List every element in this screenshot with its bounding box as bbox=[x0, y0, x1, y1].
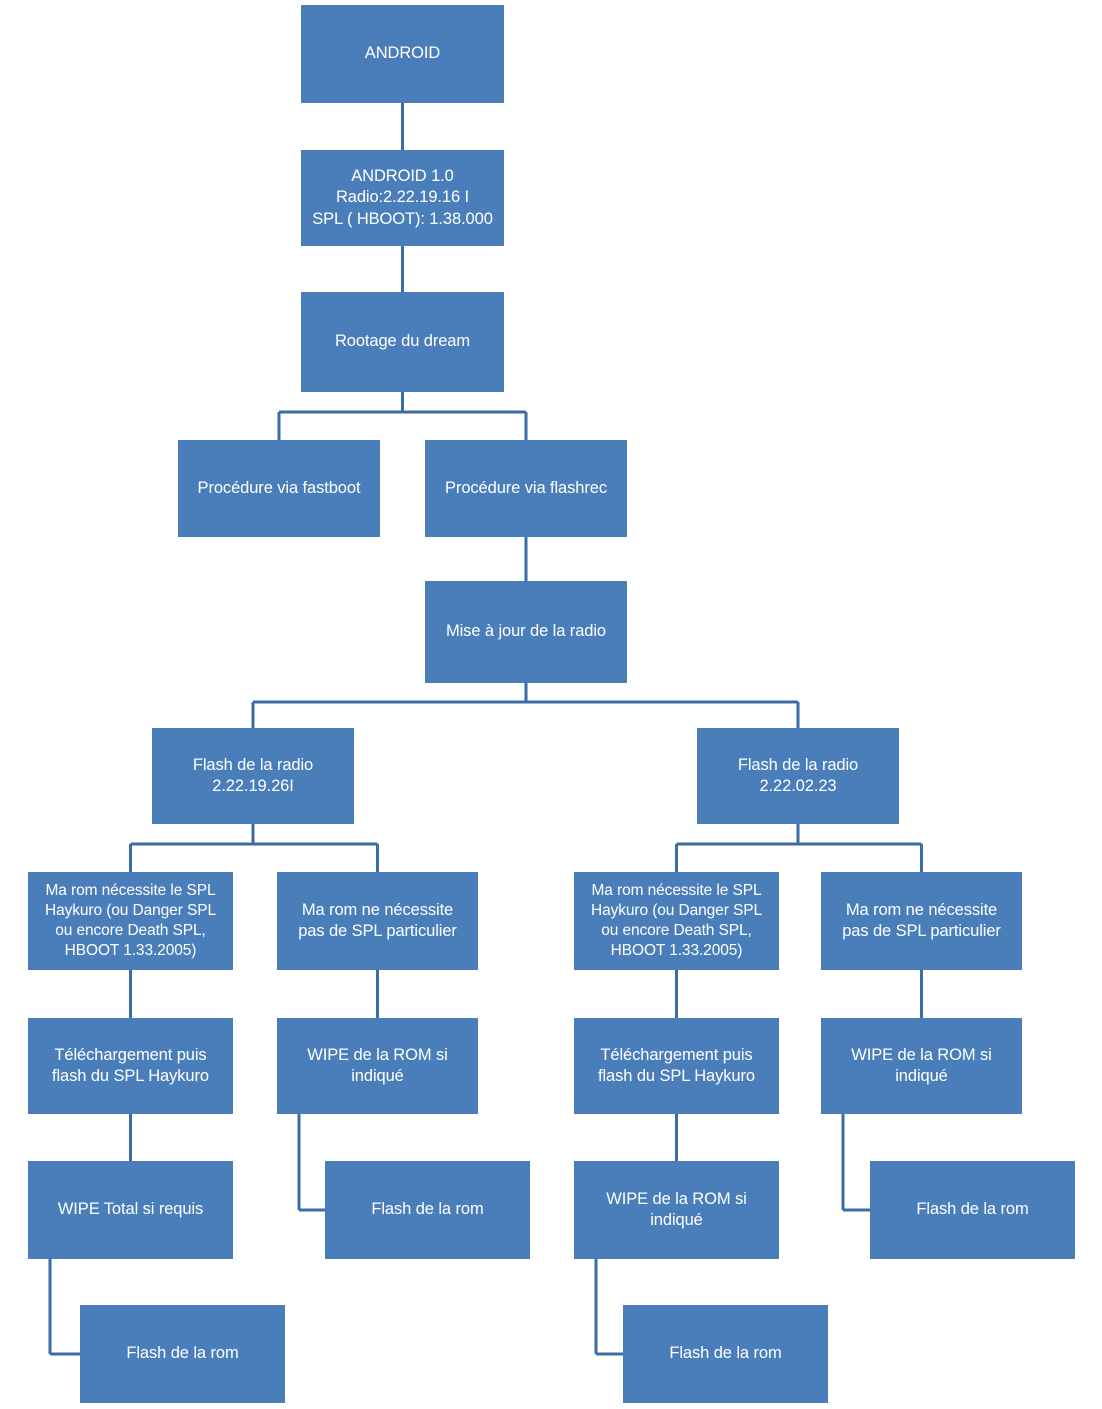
flow-node-flashrec[interactable]: Procédure via flashrec bbox=[425, 440, 627, 537]
flow-node-fastboot[interactable]: Procédure via fastboot bbox=[178, 440, 380, 537]
flow-node-android10[interactable]: ANDROID 1.0 Radio:2.22.19.16 I SPL ( HBO… bbox=[301, 150, 504, 246]
flow-node-wipe-total-l[interactable]: WIPE Total si requis bbox=[28, 1161, 233, 1259]
flow-node-dl-spl-r[interactable]: Téléchargement puis flash du SPL Haykuro bbox=[574, 1018, 779, 1114]
flow-node-nospl-r1[interactable]: Ma rom ne nécessite pas de SPL particuli… bbox=[821, 872, 1022, 970]
flow-node-wipe-rom-l[interactable]: WIPE de la ROM si indiqué bbox=[277, 1018, 478, 1114]
flow-node-wipe-rom-r[interactable]: WIPE de la ROM si indiqué bbox=[821, 1018, 1022, 1114]
flow-node-rootage[interactable]: Rootage du dream bbox=[301, 292, 504, 392]
flow-node-nospl-l1[interactable]: Ma rom ne nécessite pas de SPL particuli… bbox=[277, 872, 478, 970]
flow-node-dl-spl-l[interactable]: Téléchargement puis flash du SPL Haykuro bbox=[28, 1018, 233, 1114]
flow-node-spl-l1[interactable]: Ma rom nécessite le SPL Haykuro (ou Dang… bbox=[28, 872, 233, 970]
flow-node-flashrom-r3[interactable]: Flash de la rom bbox=[623, 1305, 828, 1403]
flow-node-flashrom-r2[interactable]: Flash de la rom bbox=[870, 1161, 1075, 1259]
flow-node-spl-r1[interactable]: Ma rom nécessite le SPL Haykuro (ou Dang… bbox=[574, 872, 779, 970]
flow-node-flashrom-l3[interactable]: Flash de la rom bbox=[80, 1305, 285, 1403]
flow-node-android[interactable]: ANDROID bbox=[301, 5, 504, 103]
flow-node-maj-radio[interactable]: Mise à jour de la radio bbox=[425, 581, 627, 683]
flow-node-flashrom-l2[interactable]: Flash de la rom bbox=[325, 1161, 530, 1259]
flow-node-radio-r[interactable]: Flash de la radio 2.22.02.23 bbox=[697, 728, 899, 824]
flow-node-wipe-rom-r2[interactable]: WIPE de la ROM si indiqué bbox=[574, 1161, 779, 1259]
flow-node-radio-l[interactable]: Flash de la radio 2.22.19.26I bbox=[152, 728, 354, 824]
